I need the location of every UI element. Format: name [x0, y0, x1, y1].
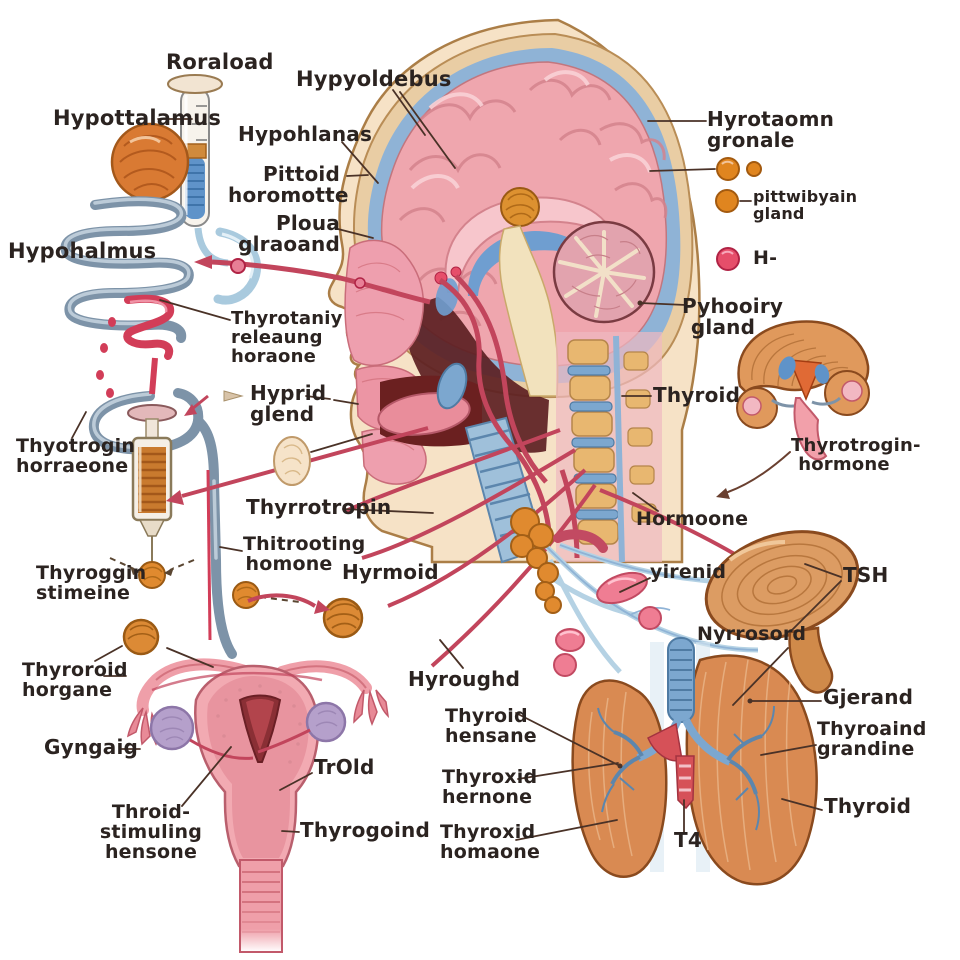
label-pittwibyain-gland: pittwibyain gland — [753, 187, 858, 223]
label-hypyoldebus: Hypyoldebus — [296, 67, 452, 91]
label-thyotrogin-horraeone: Thyotrogin horraeone — [16, 435, 136, 478]
label-thyroxid-hernone: Thyroxid hernone — [442, 766, 538, 809]
label-h-dash: H- — [753, 247, 778, 269]
label-hyrotaomn-gronale: Hyrotaomn gronale — [707, 107, 835, 153]
label-thitrooting-homone: Thitrooting homone — [243, 533, 366, 576]
hormone-spheres — [109, 557, 364, 656]
label-thyroid-hensane: Thyroid hensane — [445, 705, 537, 748]
label-thyroggin-stimeine: Thyroggin stimeine — [36, 562, 147, 605]
label-thyroxid-homaone: Thyroxid homaone — [440, 821, 541, 864]
label-hypottalamus: Hypottalamus — [53, 106, 222, 130]
label-hypohalmus: Hypohalmus — [8, 239, 157, 263]
head-sagittal-section — [327, 18, 701, 564]
label-thyrotrogin-hormone: Thyrotrogin- hormone — [791, 435, 921, 476]
label-gjerand: Gjerand — [823, 685, 914, 709]
label-yirenid: yirenid — [650, 561, 727, 583]
label-thyroroid-horgane: Thyroroid horgane — [22, 659, 128, 702]
label-hyprid-glend: Hyprid glend — [250, 381, 327, 427]
label-thyroid-neck: Thyroid — [653, 383, 741, 407]
label-thyroaind-grandine: Thyroaind grandine — [817, 718, 927, 761]
label-thyrogoind: Thyrogoind — [300, 818, 430, 842]
egg-oval — [273, 436, 311, 486]
label-t4: T4 — [674, 828, 702, 852]
thyroid-nodules-neck — [510, 507, 562, 614]
cerebellum — [552, 220, 656, 324]
label-pittoid-horomotte: Pittoid horomotte — [228, 162, 349, 208]
label-hyrmoid: Hyrmoid — [342, 560, 439, 584]
hook-and-arrow — [194, 227, 431, 305]
label-hypohlanas: Hypohlanas — [238, 122, 373, 146]
brain-gyri — [398, 79, 668, 327]
label-trold: TrOld — [314, 755, 375, 779]
syringe — [127, 404, 177, 562]
label-thyrotaniy-releaung-horaone: Thyrotaniy releaung horaone — [231, 308, 343, 368]
label-thyrrotropin: Thyrrotropin — [246, 495, 392, 519]
beige-arrow — [223, 390, 244, 402]
t4-structure — [675, 755, 695, 810]
label-throid-stimuling-hensone: Throid-stimuling hensone — [99, 801, 203, 864]
label-nyrrosord: Nyrrosord — [697, 623, 807, 645]
leader-lines — [71, 89, 842, 841]
lung-right-lobe — [685, 654, 818, 886]
lungs — [571, 637, 818, 886]
lung-left-lobe — [571, 679, 668, 878]
label-tsh: TSH — [843, 563, 889, 587]
red-vessels — [181, 394, 750, 668]
label-roraload: Roraload — [166, 50, 274, 74]
label-pyhooiry-gland: Pyhooiry gland — [682, 294, 784, 340]
label-hyroughd: Hyroughd — [408, 667, 521, 691]
label-hormoone: Hormoone — [636, 508, 749, 530]
label-thyroid-lung: Thyroid — [824, 794, 912, 818]
pituitary-gland-detail — [736, 320, 870, 461]
label-gyngaig: Gyngaig — [44, 735, 139, 759]
label-ploua-glraoand: Ploua glraoand — [238, 211, 340, 257]
hormone-droplets — [96, 317, 116, 398]
uterus — [126, 658, 390, 953]
legend-dots — [715, 157, 762, 271]
